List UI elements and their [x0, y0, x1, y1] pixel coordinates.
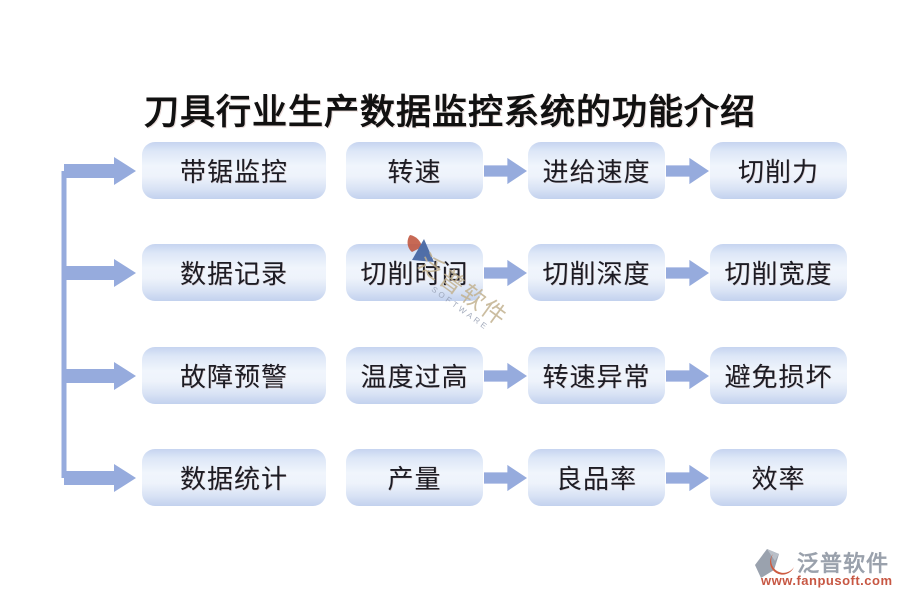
flow-box-data-statistics: 数据统计	[142, 449, 326, 506]
fanpu-logo-icon	[755, 549, 794, 578]
flow-box-over-temperature: 温度过高	[346, 347, 483, 404]
arrow-right-icon	[484, 259, 527, 287]
page-title: 刀具行业生产数据监控系统的功能介绍	[143, 93, 756, 132]
arrow-right-icon	[64, 362, 136, 390]
brand-name: 泛普软件	[797, 551, 890, 576]
flow-box-efficiency: 效率	[710, 449, 847, 506]
brand-url: www.fanpusoft.com	[761, 573, 893, 588]
connector-bracket	[61, 157, 136, 492]
flow-box-feed-speed: 进给速度	[528, 142, 665, 199]
arrow-right-icon	[666, 362, 709, 390]
arrow-right-icon	[484, 157, 527, 185]
flow-box-cutting-time: 切削时间	[346, 244, 483, 301]
brand-footer: 泛普软件 www.fanpusoft.com	[750, 544, 895, 594]
flow-box-cutting-force: 切削力	[710, 142, 847, 199]
arrow-right-icon	[64, 157, 136, 185]
arrow-right-icon	[666, 157, 709, 185]
flow-box-cutting-depth: 切削深度	[528, 244, 665, 301]
flow-box-avoid-damage: 避免损坏	[710, 347, 847, 404]
flow-box-data-recording: 数据记录	[142, 244, 326, 301]
flow-box-speed-abnormal: 转速异常	[528, 347, 665, 404]
arrow-right-icon	[484, 464, 527, 492]
flow-box-rotation-speed: 转速	[346, 142, 483, 199]
flow-box-yield-rate: 良品率	[528, 449, 665, 506]
arrow-right-icon	[666, 464, 709, 492]
flow-box-output: 产量	[346, 449, 483, 506]
flow-box-fault-warning: 故障预警	[142, 347, 326, 404]
flow-box-cutting-width: 切削宽度	[710, 244, 847, 301]
flow-box-bandsaw-monitoring: 带锯监控	[142, 142, 326, 199]
arrow-right-icon	[484, 362, 527, 390]
arrow-right-icon	[64, 259, 136, 287]
arrow-right-icon	[666, 259, 709, 287]
arrow-right-icon	[64, 464, 136, 492]
